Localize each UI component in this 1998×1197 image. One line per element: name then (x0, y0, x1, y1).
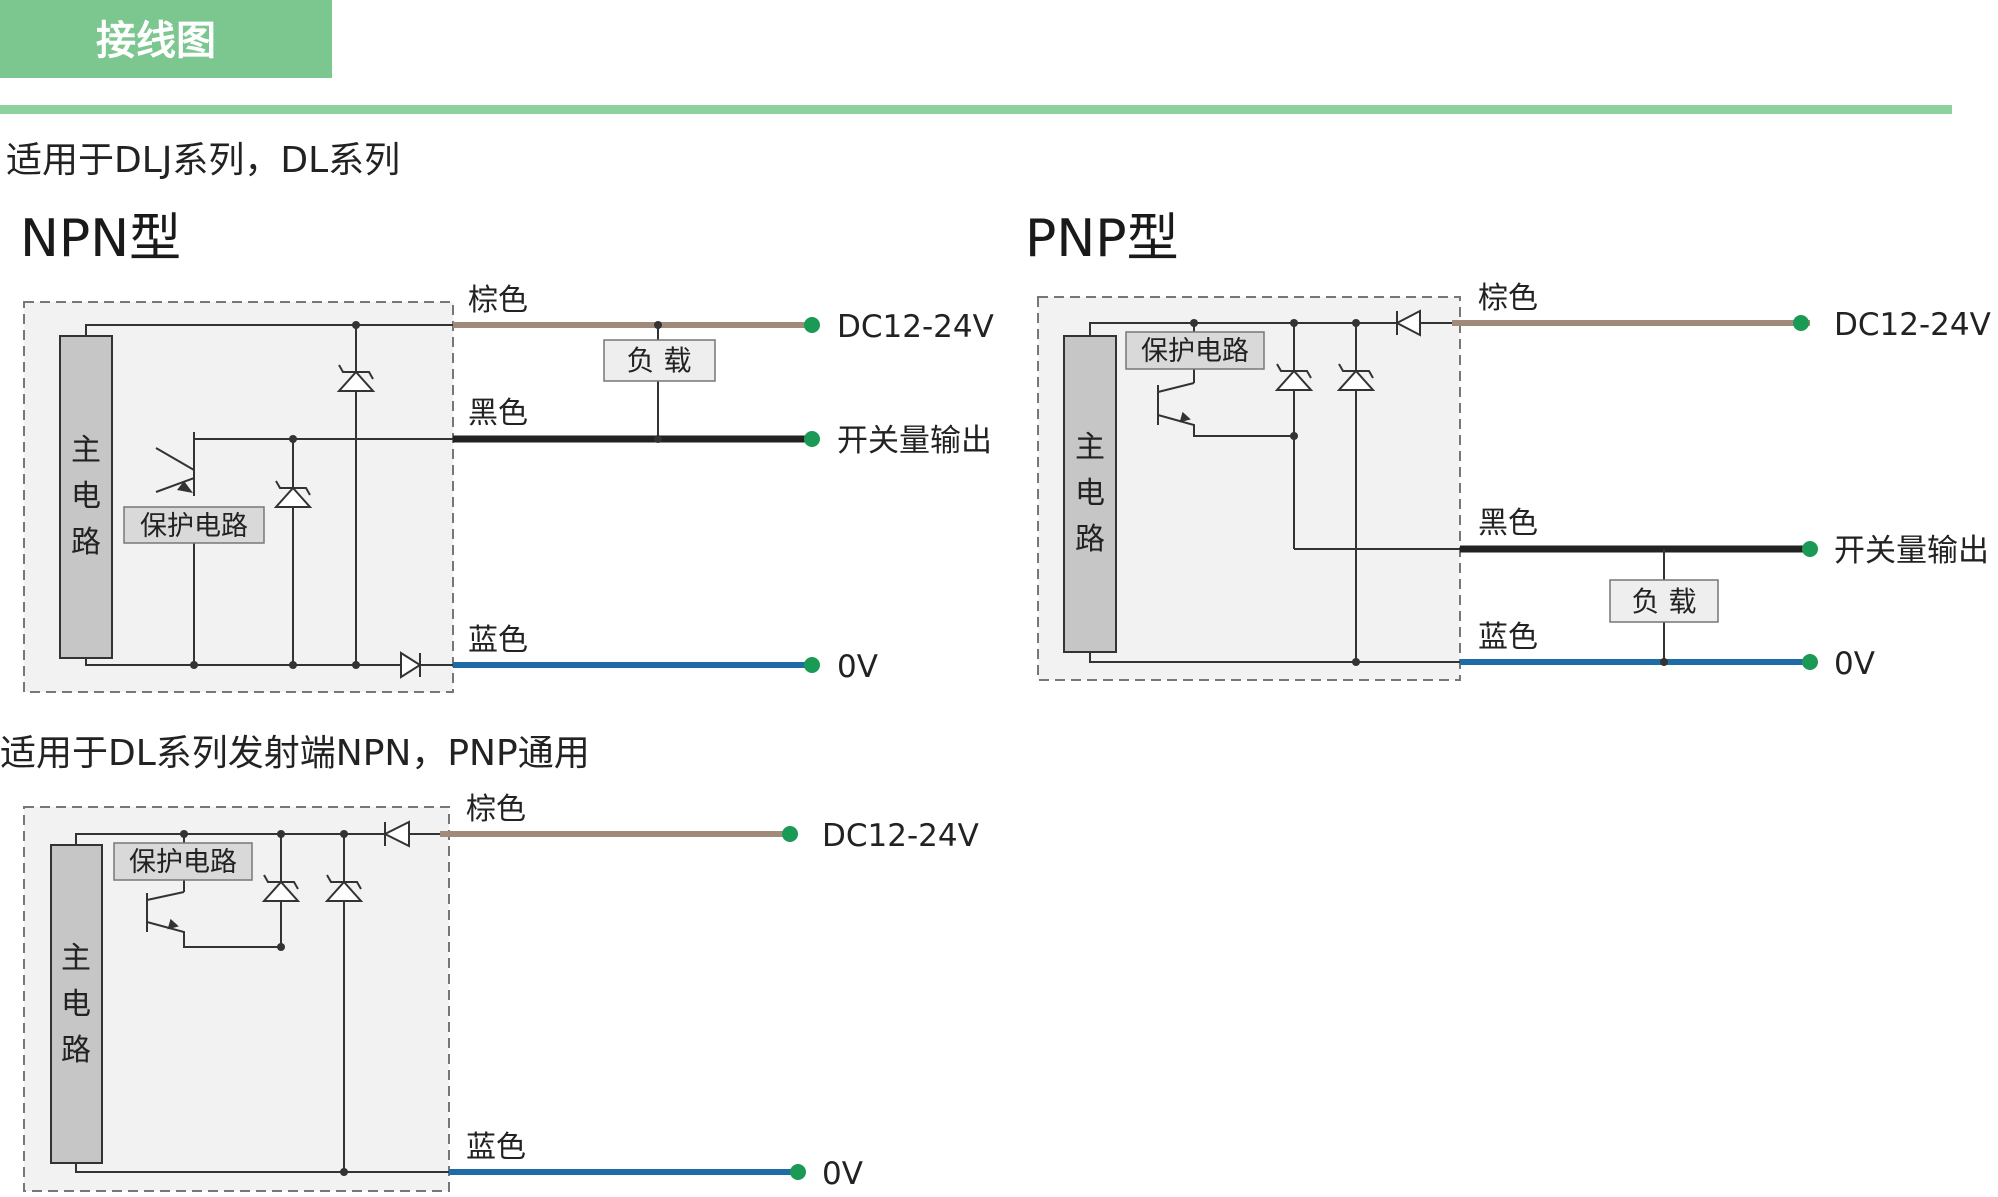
npn-main-char-3: 路 (71, 525, 101, 560)
pnp-diagram: PNP型 主 电 路 (1025, 209, 1991, 682)
emitter-main-circuit: 主 电 路 (50, 844, 103, 1164)
section-caption-1: 适用于DLJ系列，DL系列 (6, 140, 400, 181)
pnp-title: PNP型 (1025, 209, 1179, 269)
npn-protection-label: 保护电路 (140, 511, 248, 542)
pnp-terminal-label-output: 开关量输出 (1834, 533, 1989, 569)
pnp-terminal-output (1802, 541, 1818, 557)
npn-main-char-1: 主 (71, 433, 101, 468)
pnp-main-char-2: 电 (1075, 476, 1105, 511)
npn-nodes (190, 321, 360, 669)
npn-wire-color-black: 黑色 (468, 396, 528, 431)
pnp-main-char-1: 主 (1075, 430, 1105, 465)
emitter-terminal-label-0v: 0V (822, 1156, 863, 1192)
pnp-main-circuit: 主 电 路 (1063, 335, 1117, 653)
header-tab (0, 0, 332, 78)
pnp-terminal-label-0v: 0V (1834, 646, 1875, 682)
npn-load-label: 负 载 (627, 344, 692, 377)
emitter-protection-label: 保护电路 (129, 847, 237, 878)
pnp-load: 负 载 (1609, 549, 1719, 666)
emitter-protection-circuit: 保护电路 (113, 842, 253, 881)
pnp-terminal-0v (1802, 654, 1818, 670)
npn-wire-color-blue: 蓝色 (468, 623, 528, 658)
npn-protection-circuit: 保护电路 (123, 506, 265, 544)
section-caption-2: 适用于DL系列发射端NPN，PNP通用 (0, 733, 590, 774)
header-rule (0, 105, 1952, 114)
emitter-nodes (180, 830, 348, 1176)
emitter-main-char-2: 电 (61, 987, 91, 1022)
pnp-wire-color-black: 黑色 (1478, 506, 1538, 541)
emitter-wire-color-blue: 蓝色 (466, 1130, 526, 1165)
emitter-wire-color-brown: 棕色 (466, 792, 526, 827)
header-title: 接线图 (96, 18, 216, 64)
pnp-protection-circuit: 保护电路 (1125, 331, 1265, 370)
pnp-input-diode (1394, 309, 1421, 337)
emitter-main-char-3: 路 (61, 1033, 91, 1068)
emitter-input-diode (382, 820, 410, 848)
emitter-terminal-label-dc: DC12-24V (822, 818, 979, 854)
npn-terminal-dc (804, 317, 820, 333)
pnp-wire-color-brown: 棕色 (1478, 281, 1538, 316)
npn-load: 负 载 (603, 321, 716, 443)
npn-main-circuit: 主 电 路 (59, 335, 113, 659)
pnp-transistor-arrow (1179, 411, 1191, 423)
emitter-diagram: 主 电 路 保护电路 (23, 792, 979, 1192)
pnp-load-label: 负 载 (1632, 585, 1697, 618)
npn-diagram: NPN型 主 电 路 (20, 209, 994, 693)
npn-terminal-label-dc: DC12-24V (837, 309, 994, 345)
npn-terminal-0v (804, 657, 820, 673)
pnp-main-char-3: 路 (1075, 522, 1105, 557)
pnp-terminal-label-dc: DC12-24V (1834, 307, 1991, 343)
npn-main-char-2: 电 (71, 479, 101, 514)
npn-terminal-label-output: 开关量输出 (837, 423, 992, 459)
emitter-main-char-1: 主 (61, 941, 91, 976)
pnp-nodes (1190, 319, 1360, 666)
emitter-transistor-arrow (167, 918, 179, 930)
pnp-terminal-dc (1793, 315, 1809, 331)
npn-output-diode (400, 651, 422, 679)
npn-wire-color-brown: 棕色 (468, 283, 528, 318)
pnp-protection-label: 保护电路 (1141, 336, 1249, 367)
npn-transistor-arrow (177, 481, 193, 493)
emitter-terminal-dc (782, 826, 798, 842)
emitter-terminal-0v (790, 1164, 806, 1180)
npn-terminal-output (804, 431, 820, 447)
npn-terminal-label-0v: 0V (837, 649, 878, 685)
pnp-wire-color-blue: 蓝色 (1478, 620, 1538, 655)
npn-title: NPN型 (20, 209, 181, 269)
